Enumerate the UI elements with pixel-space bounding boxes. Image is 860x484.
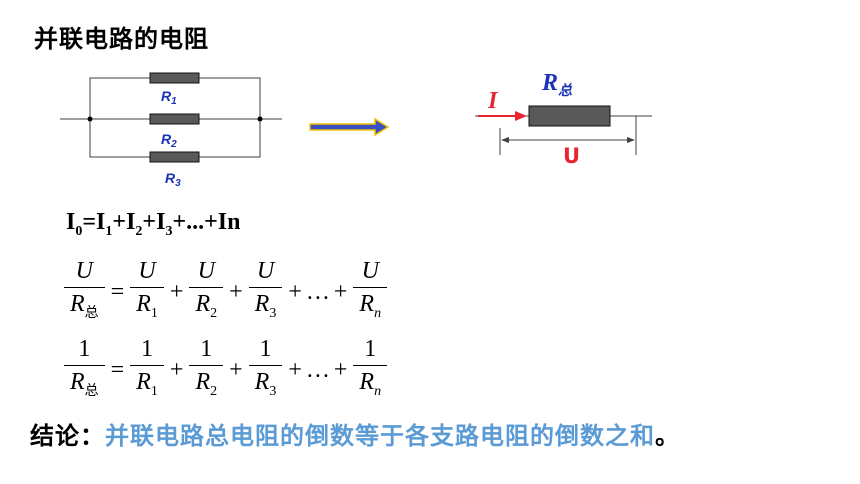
- frac-r2: U R2: [189, 258, 224, 327]
- frac-r3: U R3: [248, 258, 283, 327]
- frac-lhs: U R总: [64, 258, 105, 327]
- page-title: 并联电路的电阻: [34, 25, 209, 53]
- junction-left: [87, 116, 93, 122]
- conclusion-period: 。: [655, 422, 680, 450]
- formula-reciprocal: 1 R总 = 1 R1 + 1 R2 + 1 R3 + … + 1 Rn: [60, 336, 391, 405]
- resistor-r3: [149, 151, 200, 163]
- frac-r1: U R1: [130, 258, 164, 327]
- resistor-total: [528, 105, 611, 127]
- formula-voltage: U R总 = U R1 + U R2 + U R3 + … + U Rn: [60, 258, 391, 327]
- label-r3: R3: [165, 170, 181, 189]
- equivalence-arrow-icon: [309, 117, 390, 137]
- resistor-r2: [149, 113, 200, 125]
- frac-r3: 1 R3: [248, 336, 283, 405]
- dimension-arrow-right-icon: [627, 137, 635, 143]
- resistor-r1: [149, 72, 200, 84]
- current-equation: I0=I1+I2+I3+...+In: [66, 209, 241, 239]
- label-r1: R1: [161, 88, 177, 107]
- dimension-arrow-left-icon: [501, 137, 509, 143]
- conclusion-label: 结论：: [30, 422, 105, 450]
- frac-r2: 1 R2: [189, 336, 224, 405]
- junction-right: [257, 116, 263, 122]
- frac-rn: U Rn: [353, 258, 388, 327]
- current-label: I: [488, 88, 498, 114]
- frac-r1: 1 R1: [130, 336, 164, 405]
- current-arrow-icon: [515, 111, 527, 121]
- total-resistance-label: R总: [542, 70, 573, 99]
- conclusion: 结论：并联电路总电阻的倒数等于各支路电阻的倒数之和。: [30, 416, 680, 451]
- conclusion-text: 并联电路总电阻的倒数等于各支路电阻的倒数之和: [105, 422, 655, 450]
- label-r2: R2: [161, 131, 177, 150]
- frac-rn: 1 Rn: [353, 336, 388, 405]
- frac-lhs: 1 R总: [64, 336, 105, 405]
- voltage-label: U: [563, 144, 581, 168]
